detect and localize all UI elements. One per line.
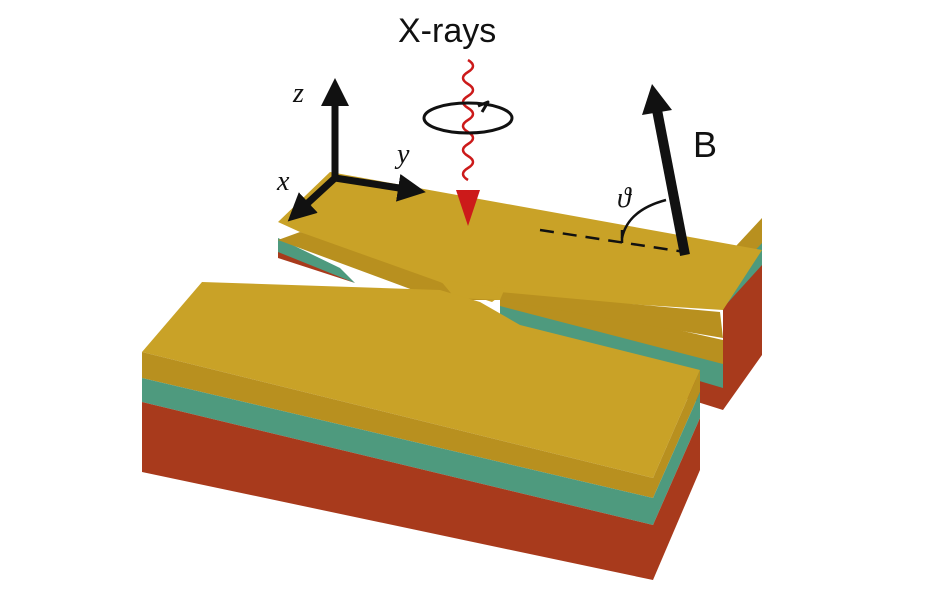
xray-label: X-rays [398, 12, 496, 50]
front-slab [142, 282, 700, 580]
front-slab-side-red [142, 402, 653, 580]
axis-x-label: x [276, 166, 290, 197]
b-field-label: B [693, 124, 717, 165]
coordinate-axes [287, 78, 426, 222]
front-slab-top-face [142, 282, 700, 478]
y-axis-arrow [331, 174, 426, 202]
front-slab-end-top [653, 370, 700, 498]
magnetic-field [539, 84, 690, 256]
axis-z-label: z [292, 78, 304, 109]
polarization-arrow-icon [477, 100, 490, 113]
front-slab-side-top [142, 352, 653, 498]
b-field-arrow [652, 109, 690, 256]
angle-arc [620, 198, 667, 239]
back-slab-top-face [278, 172, 762, 310]
front-slab-end-green [653, 392, 700, 525]
back-slab-end-red [723, 260, 762, 410]
polarization-ellipse [422, 100, 514, 135]
constriction-notch [278, 232, 723, 338]
b-field-arrowhead [642, 84, 672, 115]
polarization-ring [422, 101, 514, 135]
b-field-dashed-reference [539, 228, 686, 254]
angle-label: ϑ [617, 183, 632, 214]
front-slab-side-green [142, 378, 653, 525]
front-slab-end-red [653, 418, 700, 580]
back-slab-front-left-green [278, 238, 355, 283]
x-axis-arrow [287, 174, 339, 222]
xray-beam [456, 58, 480, 226]
xray-arrowhead [456, 190, 480, 226]
xray-wave [461, 58, 475, 182]
axis-y-label: y [394, 139, 410, 170]
